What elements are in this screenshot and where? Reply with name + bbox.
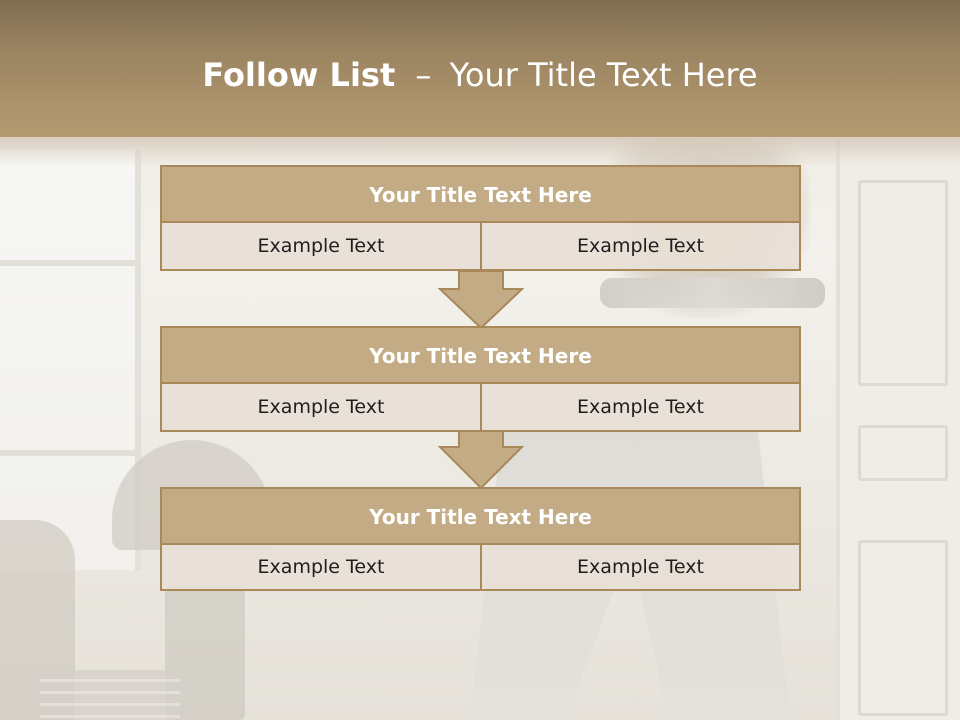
header-band: [0, 0, 960, 137]
step-cell-left: Example Text: [162, 223, 482, 269]
step-box-1: Your Title Text Here Example Text Exampl…: [160, 165, 801, 271]
header-shadow: [0, 137, 960, 165]
background-door: [836, 140, 960, 720]
down-arrow-icon: [438, 271, 524, 330]
slide-title-separator: –: [415, 56, 432, 94]
slide-title-bold: Follow List: [202, 56, 396, 94]
step-box-3: Your Title Text Here Example Text Exampl…: [160, 487, 801, 591]
step-cell-right: Example Text: [482, 384, 799, 430]
step-title: Your Title Text Here: [162, 489, 799, 545]
step-cell-left: Example Text: [162, 384, 482, 430]
step-title: Your Title Text Here: [162, 328, 799, 384]
slide-title-rest: Your Title Text Here: [449, 56, 758, 94]
step-cell-right: Example Text: [482, 545, 799, 589]
slide-title: Follow List – Your Title Text Here: [0, 56, 960, 94]
step-cell-right: Example Text: [482, 223, 799, 269]
step-cell-left: Example Text: [162, 545, 482, 589]
background-belt: [600, 278, 825, 308]
down-arrow-icon: [438, 431, 524, 490]
background-books: [40, 670, 180, 720]
step-title: Your Title Text Here: [162, 167, 799, 223]
step-box-2: Your Title Text Here Example Text Exampl…: [160, 326, 801, 432]
